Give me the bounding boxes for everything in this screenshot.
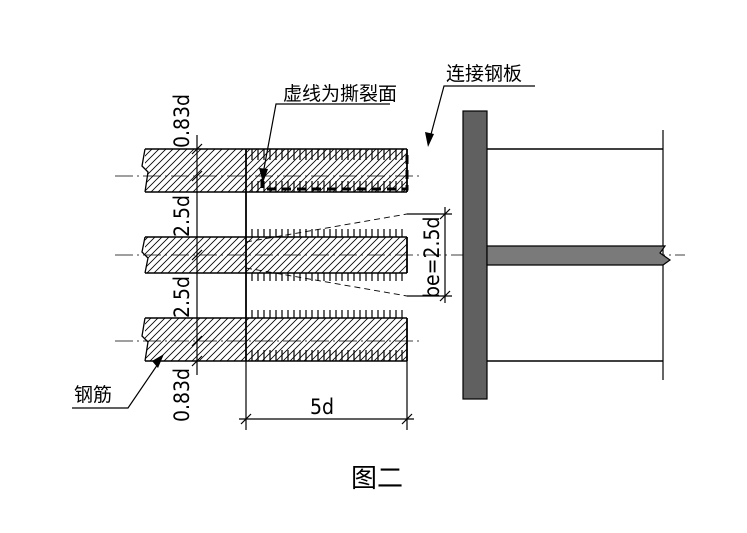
leader-steel-plate-arrow bbox=[425, 132, 434, 147]
rebar-top bbox=[141, 148, 407, 193]
leader-rebar bbox=[72, 360, 161, 409]
leader-rebar-arrow bbox=[152, 354, 164, 368]
figure-caption: 图二 bbox=[351, 464, 403, 494]
dimension-5d bbox=[239, 361, 414, 430]
leader-tear-face bbox=[262, 103, 390, 175]
label-tear-face: 虚线为撕裂面 bbox=[283, 83, 397, 105]
rebar-bottom bbox=[141, 317, 407, 362]
connecting-steel-plate bbox=[462, 110, 488, 400]
label-spacing-lower: 2.5d bbox=[170, 276, 194, 318]
left-dimension bbox=[191, 135, 203, 375]
stress-spread-lines bbox=[245, 213, 408, 297]
label-steel-plate: 连接钢板 bbox=[446, 63, 522, 85]
center-lines bbox=[115, 175, 685, 342]
label-5d: 5d bbox=[310, 395, 334, 419]
tear-face-dashed bbox=[260, 155, 409, 191]
label-be-dim: be=2.5d bbox=[420, 217, 444, 299]
be-dimension bbox=[407, 207, 452, 303]
leader-steel-plate bbox=[429, 85, 535, 139]
leader-tear-face-arrow bbox=[259, 168, 268, 183]
label-cover-bottom: 0.83d bbox=[170, 368, 194, 422]
label-cover-top: 0.83d bbox=[170, 94, 194, 148]
label-rebar: 钢筋 bbox=[74, 384, 112, 406]
web-plate bbox=[486, 245, 672, 266]
weld-ticks bbox=[251, 149, 403, 361]
label-spacing-upper: 2.5d bbox=[170, 195, 194, 237]
